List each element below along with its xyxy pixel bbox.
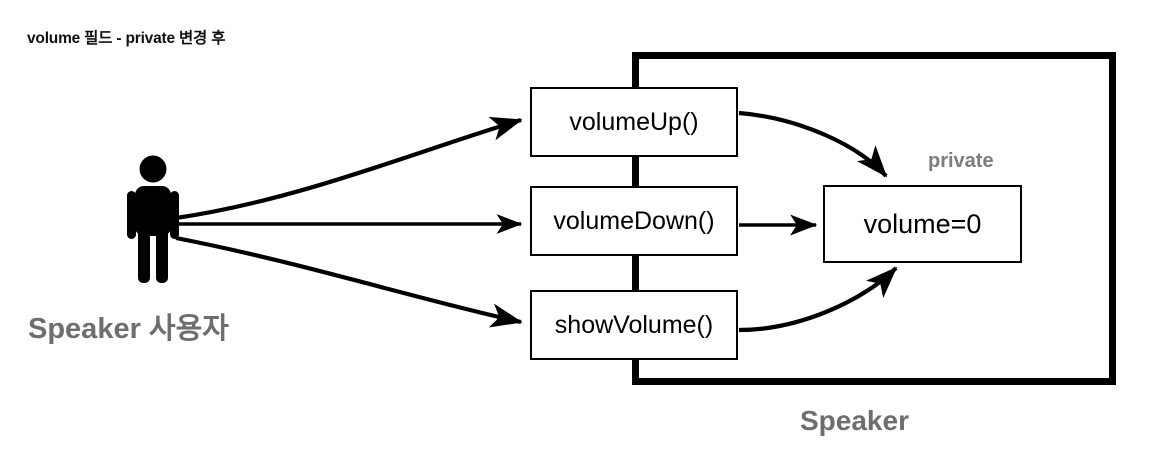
- actor-label: Speaker 사용자: [28, 313, 229, 345]
- method-label: showVolume(): [554, 310, 714, 339]
- arrow-showvolume-to-field: [738, 266, 898, 333]
- method-box-showvolume[interactable]: showVolume(): [530, 290, 738, 360]
- private-modifier-label: private: [928, 150, 994, 172]
- arrow-volumeup-to-field: [738, 110, 888, 178]
- speaker-class-label: Speaker: [800, 405, 909, 436]
- arrow-actor-to-volumeup: [175, 116, 523, 221]
- method-box-volumeup[interactable]: volumeUp(): [530, 87, 738, 157]
- method-label: volumeDown(): [553, 206, 715, 235]
- person-actor-icon: [127, 155, 179, 283]
- method-label: volumeUp(): [569, 107, 699, 136]
- field-box-volume[interactable]: volume=0: [823, 185, 1022, 263]
- field-label: volume=0: [863, 208, 982, 239]
- page-title: volume 필드 - private 변경 후: [27, 30, 226, 47]
- arrow-actor-to-showvolume: [175, 235, 523, 328]
- method-box-volumedown[interactable]: volumeDown(): [530, 186, 738, 256]
